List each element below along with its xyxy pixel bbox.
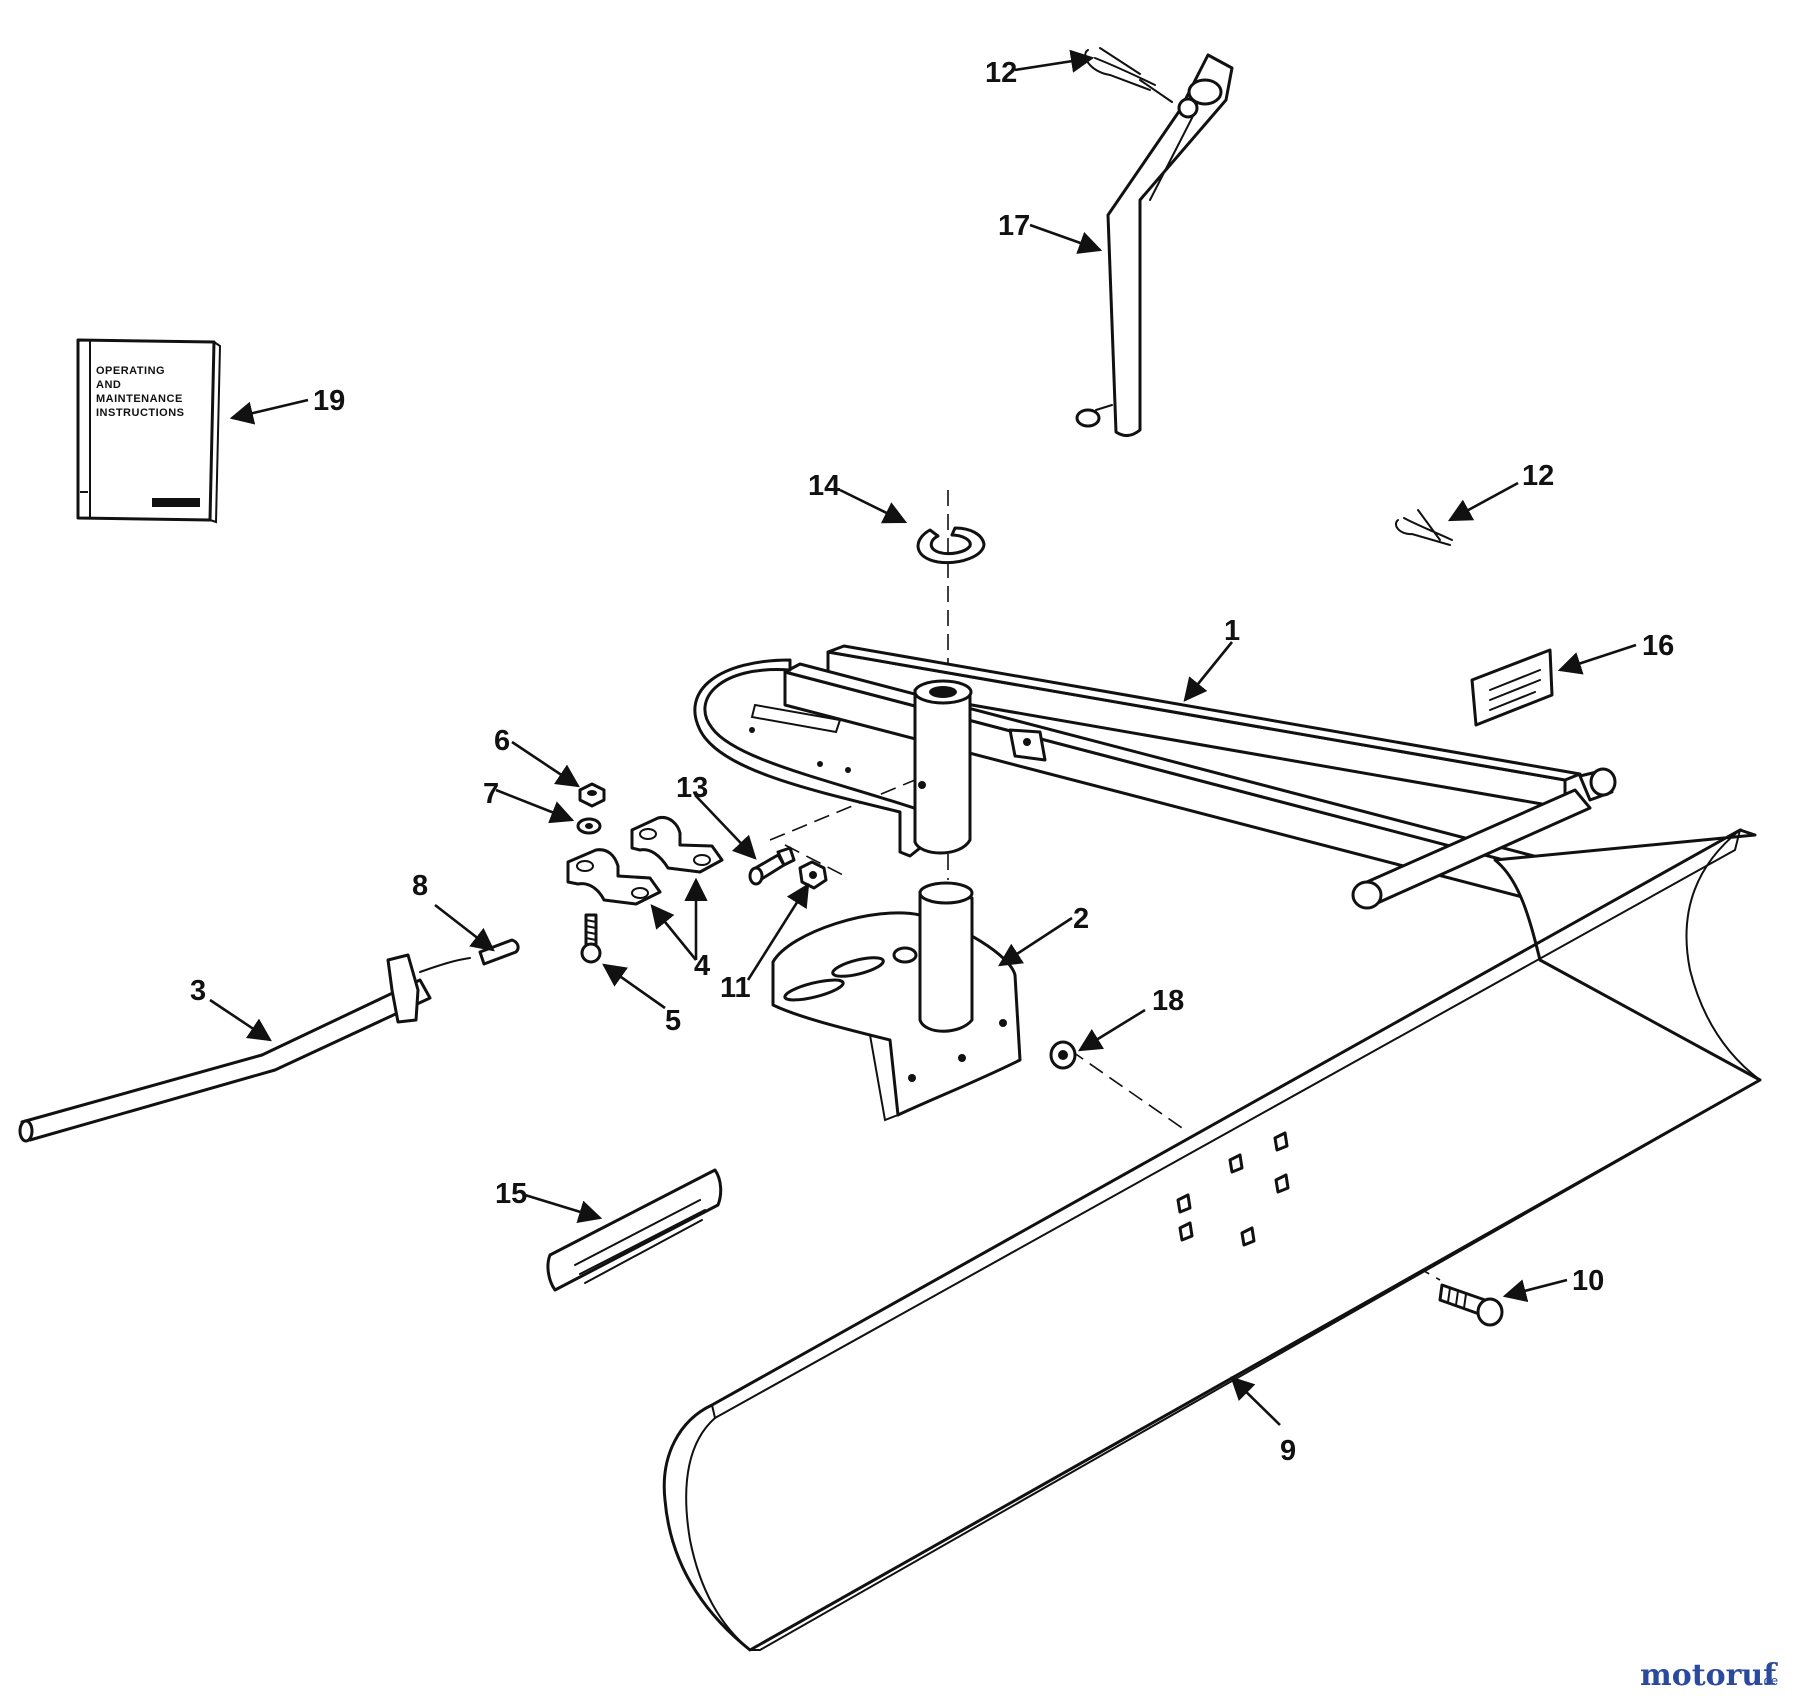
callout-11: 11 [720, 972, 751, 1004]
callout-6: 6 [494, 725, 510, 757]
callout-10: 10 [1572, 1265, 1604, 1297]
manual-title-line3: MAINTENANCE [96, 393, 183, 405]
callout-17: 17 [998, 210, 1030, 242]
lever-handle-part [1075, 53, 1234, 437]
callout-13: 13 [676, 772, 708, 804]
callout-12-right: 12 [1522, 460, 1554, 492]
retaining-ring-part [916, 526, 986, 565]
callout-3: 3 [190, 975, 206, 1007]
bolt-part [580, 913, 602, 964]
hairpin-cotter-right [1394, 509, 1453, 546]
callout-leaders [209, 49, 1637, 1426]
watermark-logo: motoruf .de [1640, 1658, 1778, 1693]
callout-labels: 12 17 19 14 12 1 16 6 7 13 8 2 4 11 18 5… [190, 57, 1674, 1467]
grease-fitting-part [748, 846, 796, 886]
watermark-text: motoruf [1640, 1658, 1778, 1693]
manual-title-line2: AND [96, 379, 121, 391]
hairpin-cotter-top [1084, 47, 1173, 103]
hex-nut-part [798, 860, 828, 890]
callout-19: 19 [313, 385, 345, 417]
manual-title-line4: INSTRUCTIONS [96, 407, 185, 419]
callout-8: 8 [412, 870, 428, 902]
nut-lockwasher-part [576, 782, 606, 835]
callout-16: 16 [1642, 630, 1674, 662]
clamp-brackets-part [566, 815, 724, 906]
callout-12-top: 12 [985, 57, 1017, 89]
manual-logo-plate [152, 498, 200, 507]
operating-manual-part: OPERATING AND MAINTENANCE INSTRUCTIONS [76, 338, 222, 524]
callout-15: 15 [495, 1178, 527, 1210]
watermark-suffix: .de [1760, 1673, 1778, 1688]
callout-7: 7 [483, 778, 499, 810]
washer-part [1049, 1040, 1077, 1070]
callout-2: 2 [1073, 903, 1089, 935]
callout-1: 1 [1224, 615, 1240, 647]
callout-14: 14 [808, 470, 840, 502]
decal-small-part [1470, 648, 1554, 727]
manual-title-line1: OPERATING [96, 365, 165, 377]
pivot-plate-part [771, 881, 1022, 1122]
carriage-bolt-part [1438, 1283, 1504, 1327]
callout-9: 9 [1280, 1435, 1296, 1467]
push-rod-part [18, 938, 520, 1143]
a-frame-part [693, 644, 1617, 914]
callout-4: 4 [694, 950, 710, 982]
blade-part [662, 827, 1762, 1652]
callout-5: 5 [665, 1005, 681, 1037]
callout-18: 18 [1152, 985, 1184, 1017]
decal-strip-part [546, 1168, 723, 1292]
watermark-main: motoruf [1640, 1658, 1778, 1693]
